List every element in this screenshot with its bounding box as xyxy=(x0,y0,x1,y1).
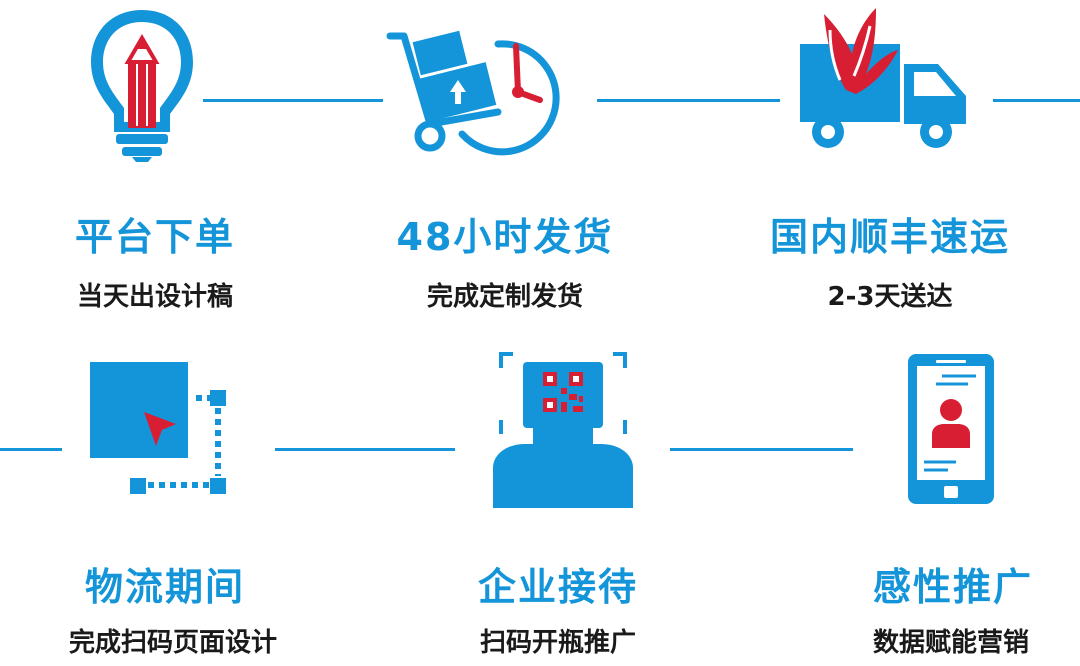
step-4-title: 物流期间 xyxy=(84,565,245,609)
connector-line-3 xyxy=(993,99,1080,102)
step-3-title: 国内顺丰速运 xyxy=(769,215,1010,259)
phone-profile-icon xyxy=(908,354,994,504)
step-2-subtitle: 完成定制发货 xyxy=(426,282,583,312)
winged-truck-icon xyxy=(800,8,966,148)
step-1-title: 平台下单 xyxy=(74,215,235,259)
hand-truck-clock-icon xyxy=(386,30,560,156)
step-4-subtitle: 完成扫码页面设计 xyxy=(68,628,277,658)
step-6-title: 感性推广 xyxy=(872,565,1033,609)
step-2-title: 48小时发货 xyxy=(396,215,614,259)
connector-line-6 xyxy=(670,448,853,451)
qr-scan-person-icon xyxy=(493,352,633,508)
step-5-subtitle: 扫码开瓶推广 xyxy=(479,628,636,658)
step-1-subtitle: 当天出设计稿 xyxy=(76,282,233,312)
lightbulb-pencil-icon xyxy=(91,10,193,162)
connector-line-2 xyxy=(597,99,780,102)
design-canvas-icon xyxy=(90,362,226,494)
connector-line-1 xyxy=(203,99,383,102)
connector-line-4 xyxy=(0,448,62,451)
step-3-subtitle: 2-3天送达 xyxy=(827,282,953,312)
step-6-subtitle: 数据赋能营销 xyxy=(872,628,1029,658)
connector-line-5 xyxy=(275,448,455,451)
step-5-title: 企业接待 xyxy=(477,565,638,609)
